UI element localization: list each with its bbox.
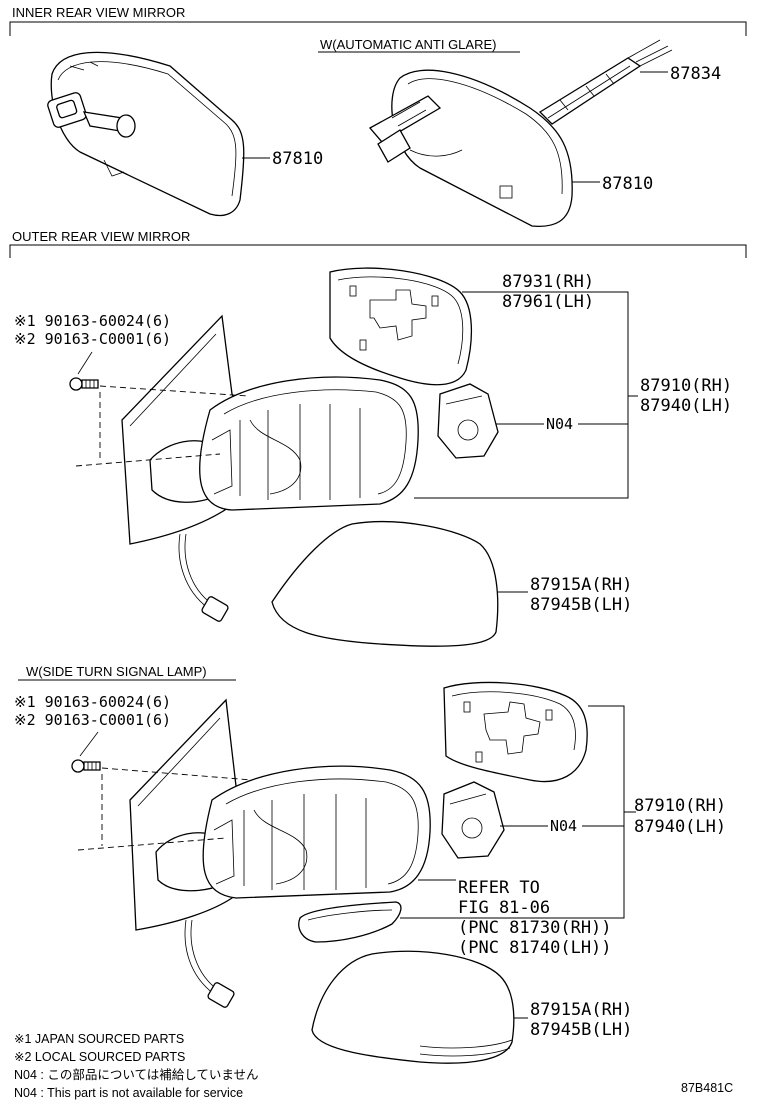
outer-mirror-motor-drawing bbox=[437, 383, 499, 459]
turn-cover-drawing bbox=[311, 950, 515, 1064]
bracket-glass-assembly bbox=[414, 291, 629, 499]
turn-part-number-87945b-lh: 87945B(LH) bbox=[530, 1020, 632, 1040]
part-number-87915a-rh: 87915A(RH) bbox=[530, 575, 632, 595]
turn-mirror-glass-drawing bbox=[443, 681, 588, 783]
outer-screw-drawing bbox=[69, 351, 99, 391]
turn-dash-line-3 bbox=[77, 837, 227, 851]
section-title-outer: OUTER REAR VIEW MIRROR bbox=[12, 229, 190, 244]
label-auto-anti-glare: W(AUTOMATIC ANTI GLARE) bbox=[320, 37, 496, 52]
turn-dash-line-1 bbox=[101, 767, 253, 781]
turn-screw-drawing bbox=[71, 731, 101, 773]
n04-label-outer: N04 bbox=[546, 415, 573, 433]
part-number-87940-lh: 87940(LH) bbox=[640, 396, 732, 416]
turn-part-number-87915a-rh: 87915A(RH) bbox=[530, 1000, 632, 1020]
dash-line-1 bbox=[99, 385, 249, 397]
note-n04-japanese: N04 : この部品については補給していません bbox=[14, 1067, 258, 1082]
part-number-87961-lh: 87961(LH) bbox=[502, 292, 594, 312]
note-n04-english: N04 : This part is not available for ser… bbox=[14, 1086, 243, 1100]
label-side-turn-signal: W(SIDE TURN SIGNAL LAMP) bbox=[26, 664, 207, 679]
inner-section-frame bbox=[9, 21, 747, 36]
refer-line-3: (PNC 81730(RH)) bbox=[458, 918, 612, 938]
dash-line-3 bbox=[75, 453, 221, 467]
part-number-87910-rh: 87910(RH) bbox=[640, 376, 732, 396]
refer-line-1: REFER TO bbox=[458, 878, 540, 898]
part-number-87931-rh: 87931(RH) bbox=[502, 272, 594, 292]
figure-code: 87B481C bbox=[681, 1081, 733, 1095]
turn-part-number-87910-rh: 87910(RH) bbox=[634, 796, 726, 816]
outer-mirror-glass-drawing bbox=[329, 267, 473, 386]
screw-number-local: ※2 90163-C0001(6) bbox=[14, 330, 171, 348]
note-local-sourced: ※2 LOCAL SOURCED PARTS bbox=[14, 1050, 185, 1064]
outer-mirror-assembly-drawing bbox=[121, 314, 419, 622]
inner-mirror-cover-drawing bbox=[538, 39, 673, 125]
part-number-87945b-lh: 87945B(LH) bbox=[530, 595, 632, 615]
part-number-87810-auto: 87810 bbox=[602, 174, 653, 194]
note-japan-sourced: ※1 JAPAN SOURCED PARTS bbox=[14, 1032, 184, 1046]
outer-section-frame bbox=[9, 244, 747, 258]
section-title-inner: INNER REAR VIEW MIRROR bbox=[12, 5, 185, 20]
turn-mirror-motor-drawing bbox=[441, 781, 505, 859]
part-number-87834: 87834 bbox=[670, 64, 721, 84]
inner-mirror-auto-drawing bbox=[368, 69, 573, 228]
n04-label-turn: N04 bbox=[550, 817, 577, 835]
turn-screw-number-jp: ※1 90163-60024(6) bbox=[14, 693, 171, 711]
part-number-87810-std: 87810 bbox=[272, 149, 323, 169]
turn-mirror-assembly-drawing bbox=[129, 698, 431, 1008]
inner-mirror-standard-drawing bbox=[47, 51, 245, 217]
turn-screw-number-local: ※2 90163-C0001(6) bbox=[14, 711, 171, 729]
refer-line-2: FIG 81-06 bbox=[458, 898, 550, 918]
outer-cover-drawing bbox=[271, 521, 499, 647]
refer-line-4: (PNC 81740(LH)) bbox=[458, 938, 612, 958]
turn-signal-lamp-drawing bbox=[298, 901, 402, 943]
turn-part-number-87940-lh: 87940(LH) bbox=[634, 817, 726, 837]
screw-number-jp: ※1 90163-60024(6) bbox=[14, 312, 171, 330]
